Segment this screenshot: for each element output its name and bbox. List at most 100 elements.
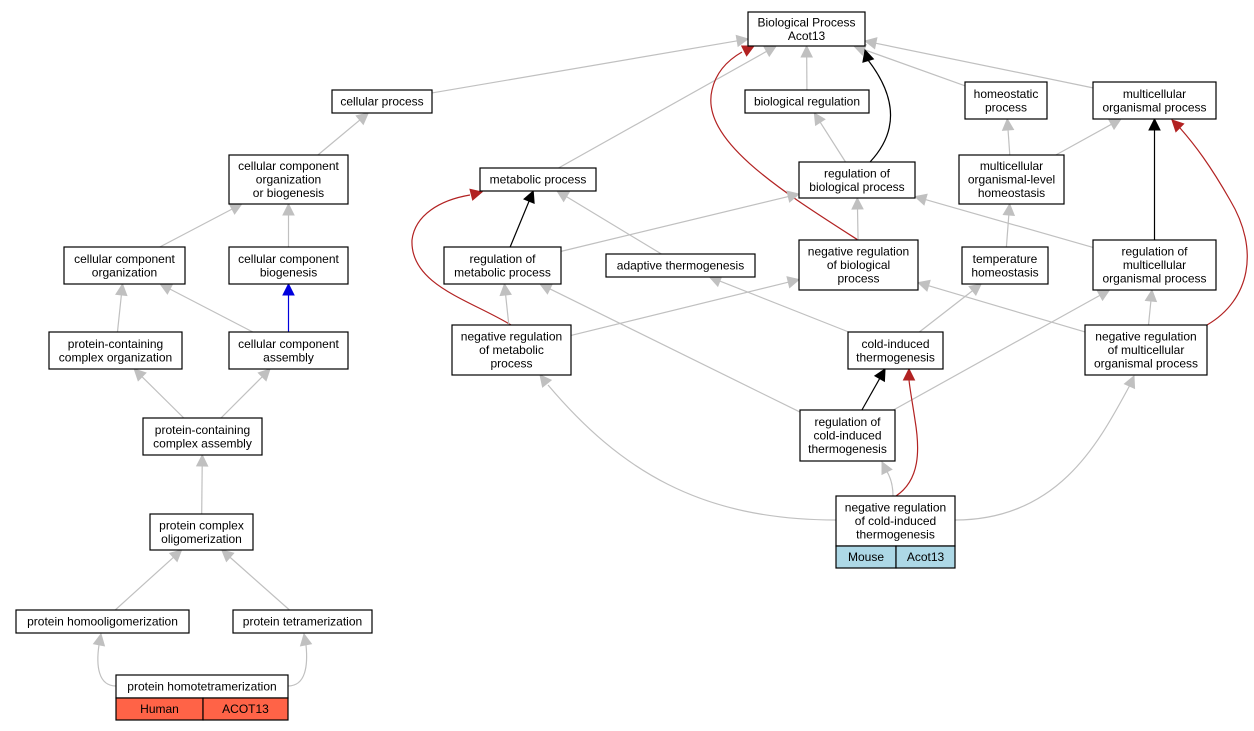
node-box [331,89,433,114]
edge-arrowhead [1144,288,1158,303]
node-cellular-process[interactable]: cellular process [331,89,433,114]
node-label-line: cellular component [238,337,339,351]
edge-arrowhead [873,368,886,383]
node-box [798,239,919,291]
node-protein-tetramerization[interactable]: protein tetramerization [232,609,373,634]
edge-arrowhead [92,632,106,647]
edge-arrowhead [863,37,878,50]
node-protein-homooligomerization[interactable]: protein homooligomerization [15,609,190,634]
gene-cell-label: Acot13 [907,550,945,564]
node-label-line: adaptive thermogenesis [617,259,744,273]
edge-line [819,121,847,163]
edge-line [509,200,530,248]
species-cell-label: Mouse [848,550,884,564]
edge-line [867,59,891,163]
node-adaptive-thermogenesis[interactable]: adaptive thermogenesis [605,253,756,278]
edge-line [863,48,966,87]
edge-is-a [863,37,1094,89]
edge-line [895,379,919,497]
node-biological-regulation[interactable]: biological regulation [744,89,870,114]
edge-arrowhead [220,549,235,563]
node-label-line: organismal process [1102,100,1206,114]
node-label-line: complex organization [59,350,172,364]
gene-cell [895,545,956,569]
edge-negatively-regulates [411,188,512,326]
node-label-line: organismal-level [968,173,1055,187]
edge-part-of [861,368,886,411]
edge-arrowhead [813,112,826,127]
edge-arrowhead [786,276,801,289]
node-box [443,246,562,285]
node-label-line: cold-induced [813,429,881,443]
node-box [747,11,866,47]
node-metabolic-process[interactable]: metabolic process [479,167,597,192]
edge-is-a [539,283,801,413]
node-box [964,81,1048,120]
edge-is-a [539,374,837,521]
node-label-line: organization [92,265,157,279]
edge-part-of [1148,117,1161,240]
edge-arrowhead [168,549,183,563]
node-box [479,167,597,192]
node-label-line: thermogenesis [856,528,935,542]
edge-layer [92,34,1248,687]
node-label-line: organismal process [1102,272,1206,286]
node-label-line: protein-containing [155,423,250,437]
edge-line [954,384,1131,521]
annotation-row: Mouse Acot13 [835,545,956,569]
edge-is-a [159,283,254,333]
edge-arrowhead [282,282,295,296]
edge-is-a [800,44,814,91]
node-label-line: assembly [263,350,314,364]
node-protein-homotetramerization[interactable]: protein homotetramerization [115,674,289,699]
edge-is-a [287,632,313,687]
edge-line [547,384,837,521]
edge-is-a [1001,117,1015,156]
node-label-line: homeostasis [978,186,1045,200]
edge-is-a [913,193,1094,249]
node-box [1092,81,1217,120]
edge-arrowhead [851,196,864,210]
edge-arrowhead [1148,117,1161,131]
edge-is-a [115,282,128,333]
node-label-line: cold-induced [861,337,929,351]
gene-cell [202,697,289,721]
edge-arrowhead [1171,119,1185,133]
node-box [149,513,254,551]
edge-is-a [813,112,847,163]
node-label-line: thermogenesis [808,442,887,456]
edge-is-a [570,276,801,337]
edge-arrowhead [1002,202,1016,216]
edge-arrowhead [786,190,801,203]
node-label-line: regulation of [469,252,536,266]
edge-arrowhead [881,460,893,476]
edge-line [97,644,117,687]
node-box [744,89,870,114]
edge-line [718,280,849,333]
node-label-line: protein tetramerization [243,615,362,629]
edge-arrowhead [257,368,271,382]
node-box [228,154,349,205]
node-label-line: temperature [973,252,1038,266]
